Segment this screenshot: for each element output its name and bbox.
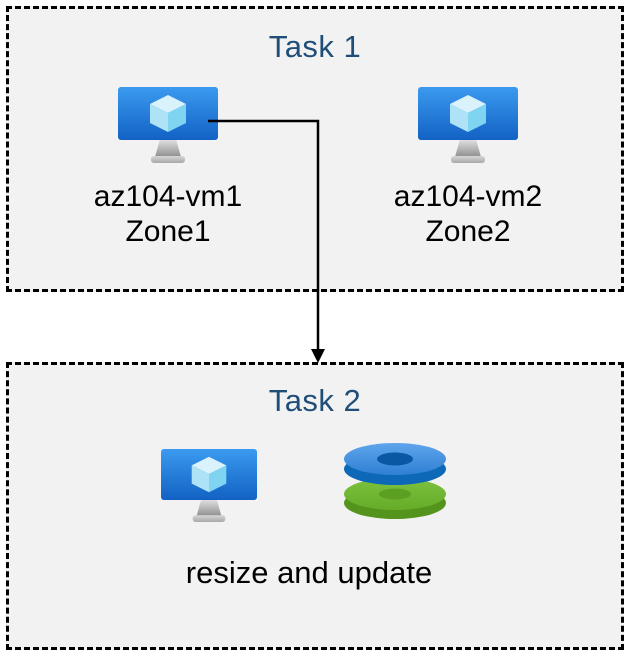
vm-zone-label: Zone1 (125, 215, 211, 248)
virtual-machine-icon (161, 449, 257, 523)
managed-disks-icon (344, 443, 446, 519)
task1-title: Task 1 (268, 29, 362, 64)
task2-caption: resize and update (185, 555, 433, 590)
vm-zone-label: Zone2 (425, 215, 511, 248)
vm-group-az104-vm1: az104-vm1 Zone1 (68, 87, 268, 249)
virtual-machine-icon (418, 87, 518, 163)
vm-name-label: az104-vm2 (393, 180, 543, 213)
task1-box: Task 1 az104-vm1 Zone1 az104- (6, 6, 624, 292)
vm-group-az104-vm2: az104-vm2 Zone2 (368, 87, 568, 249)
task2-box: Task 2 resize and update (6, 362, 624, 650)
vm-name-label: az104-vm1 (93, 180, 243, 213)
task2-title: Task 2 (268, 383, 362, 418)
virtual-machine-icon (118, 87, 218, 163)
